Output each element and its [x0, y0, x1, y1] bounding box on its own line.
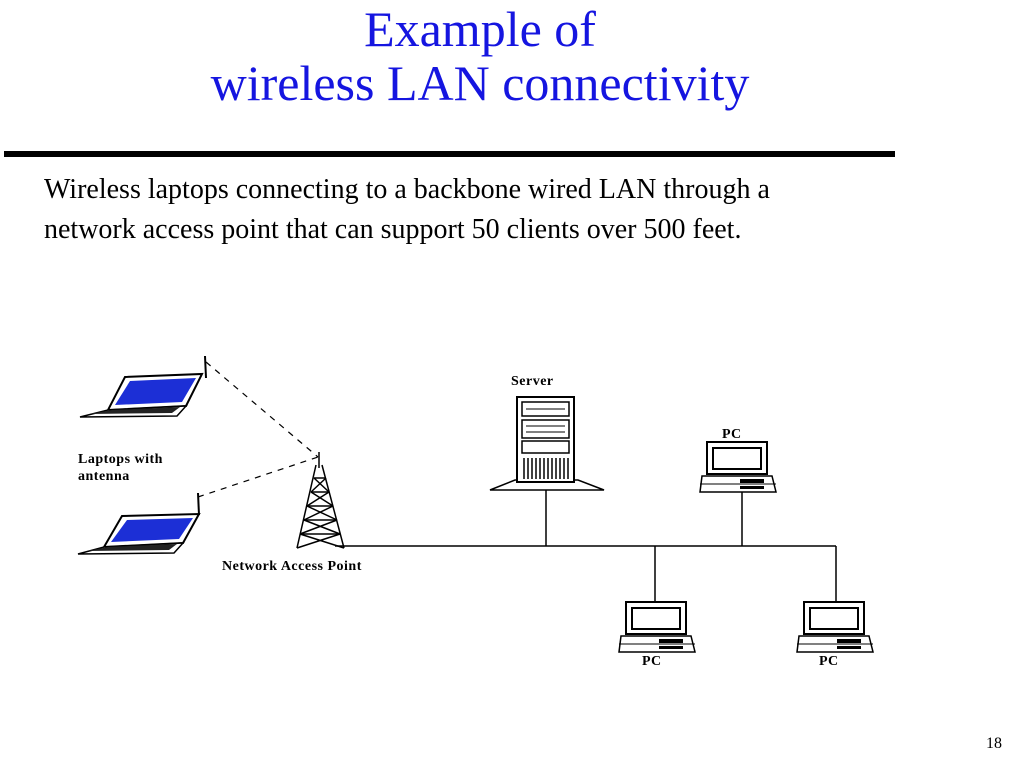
slide-description: Wireless laptops connecting to a backbon…	[44, 170, 1004, 250]
laptop-bottom-icon	[77, 492, 201, 555]
wireless-links	[197, 361, 319, 498]
description-line-1: Wireless laptops connecting to a backbon…	[44, 174, 770, 205]
pc-bottom-left-label: PC	[642, 654, 662, 669]
server-label: Server	[511, 374, 554, 389]
pc-top-label: PC	[722, 427, 742, 442]
laptops-label-line-1: Laptops with	[78, 452, 163, 467]
pc-bottom-right-icon	[796, 601, 874, 653]
laptops-label-line-2: antenna	[78, 469, 130, 484]
description-line-2: network access point that can support 50…	[44, 214, 742, 245]
laptop-top-icon	[79, 355, 207, 418]
slide-title-line-2: wireless LAN connectivity	[210, 55, 750, 111]
pc-bottom-right-label: PC	[819, 654, 839, 669]
pc-top-icon	[699, 441, 777, 493]
wired-backbone	[335, 490, 837, 602]
slide-title-line-1: Example of	[364, 1, 596, 57]
slide-number: 18	[986, 735, 1002, 752]
pc-bottom-left-icon	[618, 601, 696, 653]
slide-title: Example of wireless LAN connectivity	[0, 2, 960, 110]
access-point-tower-icon	[296, 452, 345, 549]
title-divider	[4, 151, 895, 157]
server-icon	[489, 396, 605, 491]
access-point-label: Network Access Point	[222, 559, 362, 574]
